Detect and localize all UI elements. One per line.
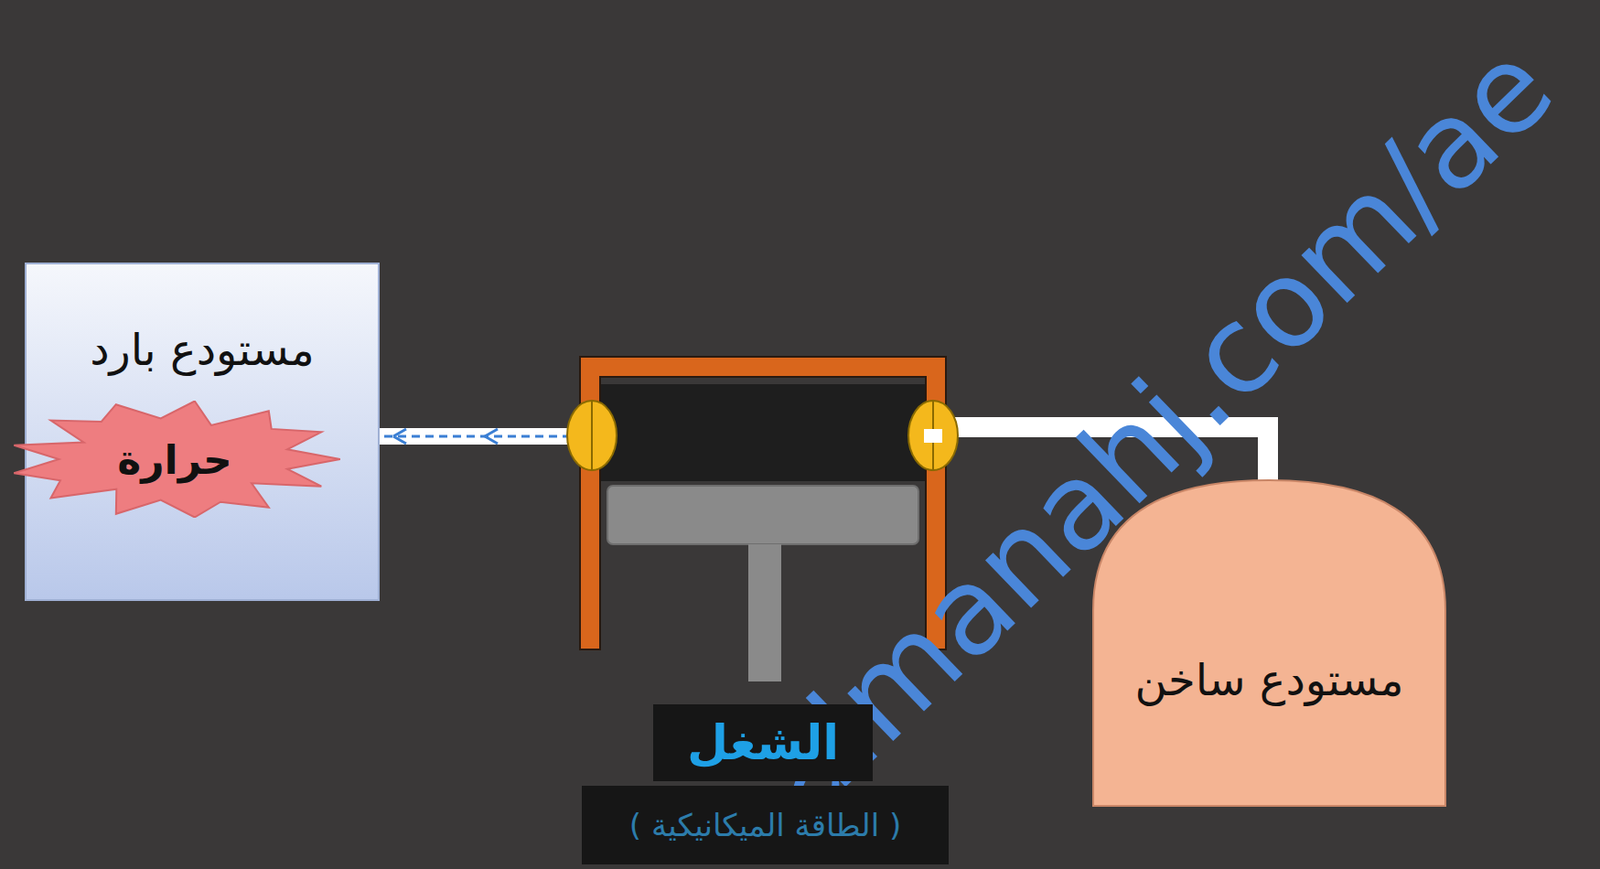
node-text: ( الطاقة الميكانيكية ) bbox=[629, 806, 902, 844]
node-text: مستودع بارد bbox=[89, 323, 315, 376]
reservoir-box: مستودع ساخن bbox=[1092, 479, 1447, 807]
arch-shape bbox=[1092, 479, 1447, 807]
node-text: حرارة bbox=[117, 436, 232, 484]
valve bbox=[567, 400, 958, 471]
label-box: الشغل bbox=[653, 704, 873, 782]
node-text: الشغل bbox=[687, 715, 839, 771]
heat-burst: حرارة bbox=[9, 400, 341, 518]
node-text: مستودع ساخن bbox=[1134, 654, 1404, 706]
label-box: ( الطاقة الميكانيكية ) bbox=[581, 785, 949, 865]
